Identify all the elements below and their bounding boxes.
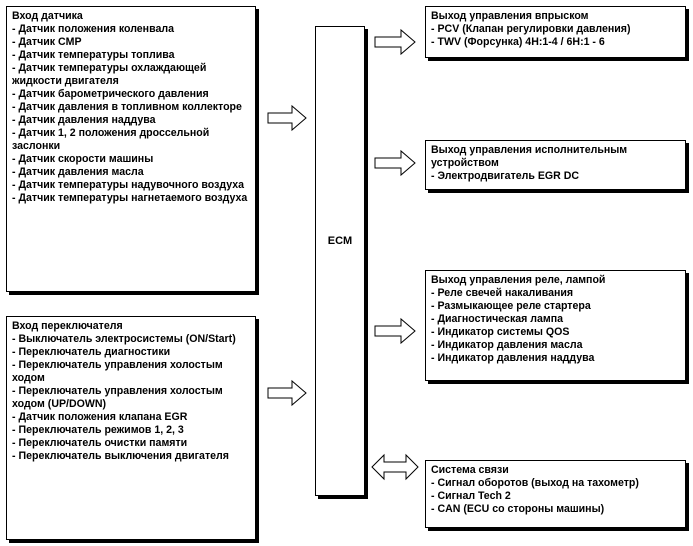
ecm-to-injection-arrow [374,28,416,56]
list-item: - Переключатель очистки памяти [12,437,188,449]
list-item: - Датчик температуры топлива [12,49,175,61]
injection-output-list: - PCV (Клапан регулировки давления)- TWV… [431,23,680,49]
injection-output-box: Выход управления впрыском - PCV (Клапан … [425,6,686,58]
switch-input-box: Вход переключателя - Выключатель электро… [6,316,256,540]
list-item: - Датчик температуры нагнетаемого воздух… [12,192,248,204]
sensor-to-ecm-arrow [267,104,307,132]
ecm-label: ECM [327,235,353,247]
list-item: - Датчик CMP [12,36,82,48]
list-item: - Датчик температуры охлаждающей жидкост… [12,62,207,87]
list-item: - Электродвигатель EGR DC [431,170,580,182]
switch-to-ecm-arrow [267,379,307,407]
actuator-output-title: Выход управления исполнительным устройст… [431,144,628,169]
list-item: - Реле свечей накаливания [431,287,574,299]
list-item: - Датчик 1, 2 положения дроссельной засл… [12,127,210,152]
communication-list: - Сигнал оборотов (выход на тахометр)- С… [431,477,680,516]
list-item: - Датчик положения коленвала [12,23,174,35]
sensor-input-title: Вход датчика [12,10,83,22]
list-item: - Переключатель управления холостым ходо… [12,385,223,410]
switch-input-title: Вход переключателя [12,320,123,332]
list-item: - Датчик барометрического давления [12,88,209,100]
list-item: - Переключатель режимов 1, 2, 3 [12,424,184,436]
list-item: - Переключатель управления холостым ходо… [12,359,223,384]
list-item: - Индикатор давления наддува [431,352,595,364]
ecm-block: ECM [315,26,365,496]
ecm-to-relay-arrow [374,317,416,345]
list-item: - Датчик давления масла [12,166,144,178]
relay-output-title: Выход управления реле, лампой [431,274,606,286]
actuator-output-list: - Электродвигатель EGR DC [431,170,680,183]
list-item: - TWV (Форсунка) 4H:1-4 / 6H:1 - 6 [431,36,605,48]
list-item: - Размыкающее реле стартера [431,300,591,312]
list-item: - Датчик давления в топливном коллекторе [12,101,242,113]
communication-title: Система связи [431,464,509,476]
sensor-input-list: - Датчик положения коленвала- Датчик CMP… [12,23,250,205]
list-item: - Датчик давления наддува [12,114,156,126]
list-item: - Датчик скорости машины [12,153,154,165]
ecm-to-actuator-arrow [374,149,416,177]
switch-input-list: - Выключатель электросистемы (ON/Start)-… [12,333,250,463]
ecm-communication-double-arrow [371,453,419,481]
relay-output-list: - Реле свечей накаливания- Размыкающее р… [431,287,680,365]
communication-box: Система связи - Сигнал оборотов (выход н… [425,460,686,528]
list-item: - Индикатор давления масла [431,339,583,351]
list-item: - CAN (ECU со стороны машины) [431,503,605,515]
list-item: - Датчик температуры надувочного воздуха [12,179,245,191]
list-item: - Индикатор системы QOS [431,326,570,338]
list-item: - Выключатель электросистемы (ON/Start) [12,333,236,345]
list-item: - Сигнал Tech 2 [431,490,511,502]
actuator-output-box: Выход управления исполнительным устройст… [425,140,686,190]
relay-output-box: Выход управления реле, лампой - Реле све… [425,270,686,381]
list-item: - Переключатель выключения двигателя [12,450,229,462]
list-item: - PCV (Клапан регулировки давления) [431,23,631,35]
list-item: - Диагностическая лампа [431,313,564,325]
list-item: - Датчик положения клапана EGR [12,411,188,423]
list-item: - Сигнал оборотов (выход на тахометр) [431,477,639,489]
injection-output-title: Выход управления впрыском [431,10,589,22]
list-item: - Переключатель диагностики [12,346,171,358]
sensor-input-box: Вход датчика - Датчик положения коленвал… [6,6,256,292]
